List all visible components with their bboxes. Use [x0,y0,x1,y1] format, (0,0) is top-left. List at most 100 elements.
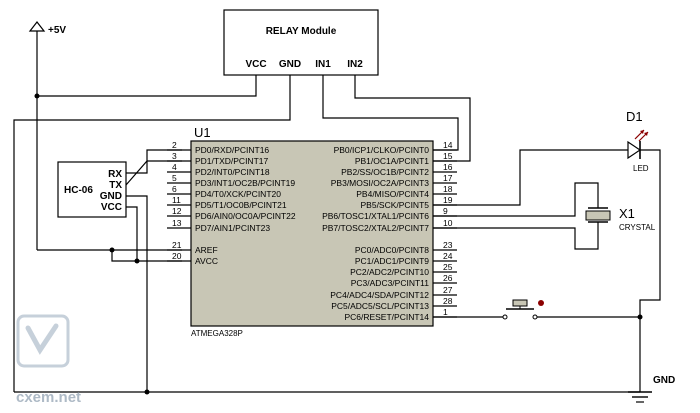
junction-dot [34,93,40,99]
pin-name: PD3/INT1/OC2B/PCINT19 [195,178,295,188]
pin-name: PB4/MISO/PCINT4 [356,189,429,199]
led-d1: D1 LED [626,109,649,173]
pin-name: PC0/ADC0/PCINT8 [355,245,429,255]
crystal-type: CRYSTAL [619,223,656,232]
pin-number: 13 [172,218,182,228]
hc06-box [57,161,127,218]
pin-number: 11 [172,195,181,205]
pin-name: PB2/SS/OC1B/PCINT2 [341,167,429,177]
bluetooth-module: HC-06 RX TX GND VCC [57,161,127,218]
junction-dot [134,258,140,264]
pin-name: PC5/ADC5/SCL/PCINT13 [331,301,429,311]
pin-name: PD5/T1/OC0B/PCINT21 [195,200,287,210]
pin-number: 20 [172,251,182,261]
pin-name: PB0/ICP1/CLKO/PCINT0 [334,145,430,155]
pin-number: 9 [443,206,448,216]
pin-name: PD6/AIN0/OC0A/PCINT22 [195,211,296,221]
crystal-ref: X1 [619,206,635,221]
pin-name: PB1/OC1A/PCINT1 [355,156,429,166]
pin-number: 1 [443,307,448,317]
led-type: LED [633,164,649,173]
pin-number: 26 [443,273,453,283]
pin-number: 3 [172,151,177,161]
relay-pin-label: VCC [245,59,266,70]
junctions [34,93,643,395]
reset-button [502,299,544,320]
pin-name: PC4/ADC4/SDA/PCINT12 [330,290,429,300]
pin-number: 2 [172,140,177,150]
watermark: cxem.net [16,314,81,406]
pin-number: 23 [443,240,453,250]
hc06-pin-label: TX [109,180,122,191]
pin-name: PD4/T0/XCK/PCINT20 [195,189,281,199]
button-dot [538,300,544,306]
pin-name: PB7/TOSC2/XTAL2/PCINT7 [322,223,429,233]
mcu-ref: U1 [194,125,211,140]
pin-number: 12 [172,206,182,216]
mcu-body [190,140,434,327]
push-button-icon [512,299,528,307]
relay-pin-label: IN2 [347,59,363,70]
supply-label: +5V [48,25,66,36]
pin-name: AVCC [195,256,218,266]
hc06-pin-label: RX [108,169,122,180]
pin-name: PD2/INT0/PCINT18 [195,167,270,177]
watermark-text: cxem.net [16,389,81,406]
junction-dot [144,389,150,395]
pin-name: PC3/ADC3/PCINT11 [351,278,430,288]
pin-number: 17 [443,173,453,183]
led-ref: D1 [626,109,643,124]
pin-name: PD1/TXD/PCINT17 [195,156,268,166]
relay-pin-label: GND [279,59,301,70]
pin-name: PC2/ADC2/PCINT10 [350,267,429,277]
pin-number: 5 [172,173,177,183]
pin-number: 14 [443,140,453,150]
pin-name: PB5/SCK/PCINT5 [361,200,430,210]
mcu-part: ATMEGA328P [191,329,243,338]
pin-number: 25 [443,262,453,272]
pin-name: PB3/MOSI/OC2A/PCINT3 [331,178,430,188]
pin-number: 6 [172,184,177,194]
ground-label: GND [653,375,675,386]
pin-number: 28 [443,296,453,306]
supply-arrow-icon [28,21,46,32]
junction-dot [637,314,643,320]
ground-symbol: GND [628,375,675,403]
hc06-pin-label: GND [100,191,122,202]
crystal-body-icon [585,210,611,221]
mcu-right-pins: 14PB0/ICP1/CLKO/PCINT015PB1/OC1A/PCINT11… [322,140,457,322]
relay-title: RELAY Module [266,26,337,37]
pin-number: 15 [443,151,453,161]
relay-box [223,9,379,76]
pin-number: 16 [443,162,453,172]
relay-pin-label: IN1 [315,59,331,70]
pin-number: 24 [443,251,453,261]
pin-name: PD7/AIN1/PCINT23 [195,223,270,233]
crystal-x1: X1 CRYSTAL [585,206,656,232]
cxem-logo-icon [16,314,70,368]
led-diode-icon [627,140,642,160]
pin-name: PD0/RXD/PCINT16 [195,145,269,155]
pin-number: 4 [172,162,177,172]
